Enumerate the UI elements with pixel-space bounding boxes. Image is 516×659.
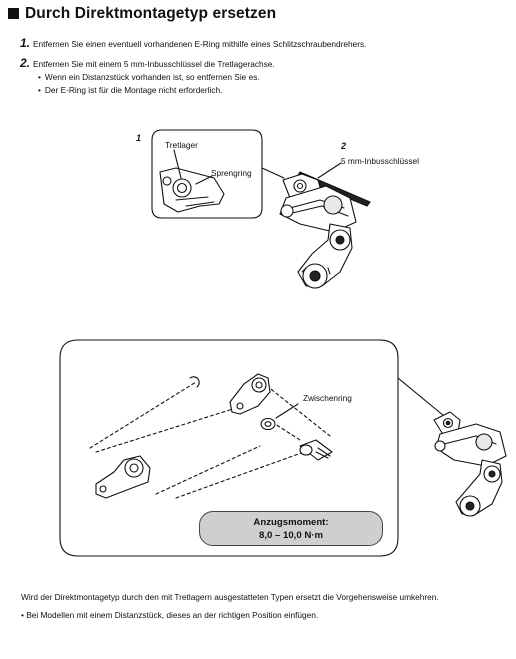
callout-2: 2: [341, 141, 347, 151]
footer-bullet-text: Bei Modellen mit einem Distanzstück, die…: [26, 610, 319, 620]
step-2-bullet: •Der E-Ring ist für die Montage nicht er…: [38, 85, 223, 95]
callout-1: 1: [136, 133, 142, 143]
label-inbusschluessel: 5 mm-Inbusschlüssel: [341, 156, 419, 166]
figure2-box: [59, 339, 445, 557]
label-tretlager: Tretlager: [165, 140, 198, 150]
heading-square-icon: [8, 8, 19, 19]
torque-title: Anzugsmoment:: [253, 517, 329, 528]
rear-derailleur-right: [433, 411, 507, 517]
step-2-text: Entfernen Sie mit einem 5 mm-Inbusschlüs…: [33, 59, 275, 69]
step-2: 2.Entfernen Sie mit einem 5 mm-Inbusschl…: [20, 56, 275, 70]
footer-bullet: • Bei Modellen mit einem Distanzstück, d…: [21, 610, 319, 620]
page-title-text: Durch Direktmontagetyp ersetzen: [25, 5, 277, 22]
torque-value: 8,0 – 10,0 N·m: [259, 530, 323, 541]
torque-box: Anzugsmoment: 8,0 – 10,0 N·m: [199, 511, 383, 546]
step-2-number: 2.: [20, 56, 31, 70]
step-1-text: Entfernen Sie einen eventuell vorhandene…: [33, 39, 367, 49]
step-2-bullet: •Wenn ein Distanzstück vorhanden ist, so…: [38, 72, 260, 82]
step-1: 1.Entfernen Sie einen eventuell vorhande…: [20, 36, 366, 50]
step-1-number: 1.: [20, 36, 31, 50]
step-2-bullet-1-text: Wenn ein Distanzstück vorhanden ist, so …: [44, 72, 260, 82]
footer-note: Wird der Direktmontagetyp durch den mit …: [21, 592, 439, 602]
step-2-bullet-2-text: Der E-Ring ist für die Montage nicht erf…: [44, 85, 223, 95]
page-title: Durch Direktmontagetyp ersetzen: [8, 5, 276, 23]
label-sprengring: Sprengring: [211, 168, 252, 178]
figure1-inset: [151, 129, 285, 219]
label-zwischenring: Zwischenring: [303, 393, 352, 403]
rear-derailleur-top: [279, 162, 371, 289]
